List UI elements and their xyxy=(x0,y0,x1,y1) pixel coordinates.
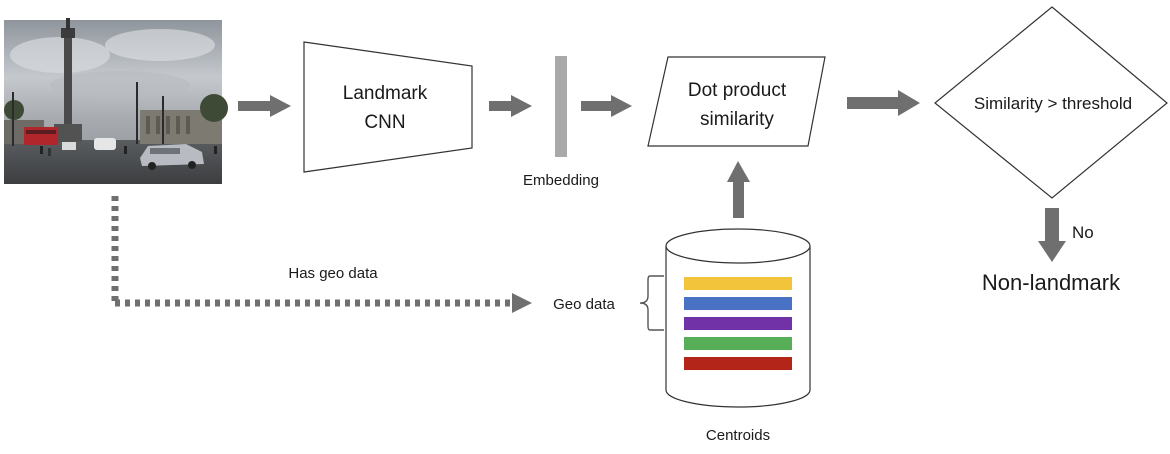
centroid-bar xyxy=(684,357,792,370)
embedding-bar xyxy=(555,56,567,157)
cnn-label-line1: Landmark xyxy=(343,83,428,104)
centroids-label: Centroids xyxy=(706,427,770,444)
geo-data-label: Geo data xyxy=(553,296,615,313)
centroid-bar xyxy=(684,297,792,310)
arrow-decision-to-non-landmark xyxy=(1038,208,1066,262)
arrow-photo-to-cnn xyxy=(238,95,291,117)
landmark-cnn-block: Landmark CNN xyxy=(303,41,473,173)
centroid-bars xyxy=(684,277,792,370)
arrow-centroids-to-dot-product xyxy=(727,161,750,218)
geo-data-bracket xyxy=(639,275,664,331)
has-geo-data-label: Has geo data xyxy=(288,265,378,282)
non-landmark-label: Non-landmark xyxy=(982,270,1121,295)
input-photo xyxy=(4,18,228,184)
no-label: No xyxy=(1072,223,1094,242)
dot-product-label-line1: Dot product xyxy=(688,80,787,101)
centroid-bar xyxy=(684,277,792,290)
arrow-dot-product-to-decision xyxy=(847,90,920,116)
centroid-bar xyxy=(684,337,792,350)
centroid-bar xyxy=(684,317,792,330)
centroids-database xyxy=(665,228,811,408)
dot-product-similarity-block: Dot product similarity xyxy=(647,56,826,147)
threshold-decision-diamond: Similarity > threshold xyxy=(934,6,1168,199)
geo-data-dotted-arrow xyxy=(111,196,532,313)
embedding-label: Embedding xyxy=(523,172,599,189)
dot-product-label-line2: similarity xyxy=(700,109,774,130)
decision-label: Similarity > threshold xyxy=(974,94,1132,113)
arrow-cnn-to-embedding xyxy=(489,95,532,117)
cnn-label-line2: CNN xyxy=(364,112,405,133)
arrow-embedding-to-dot-product xyxy=(581,95,632,117)
